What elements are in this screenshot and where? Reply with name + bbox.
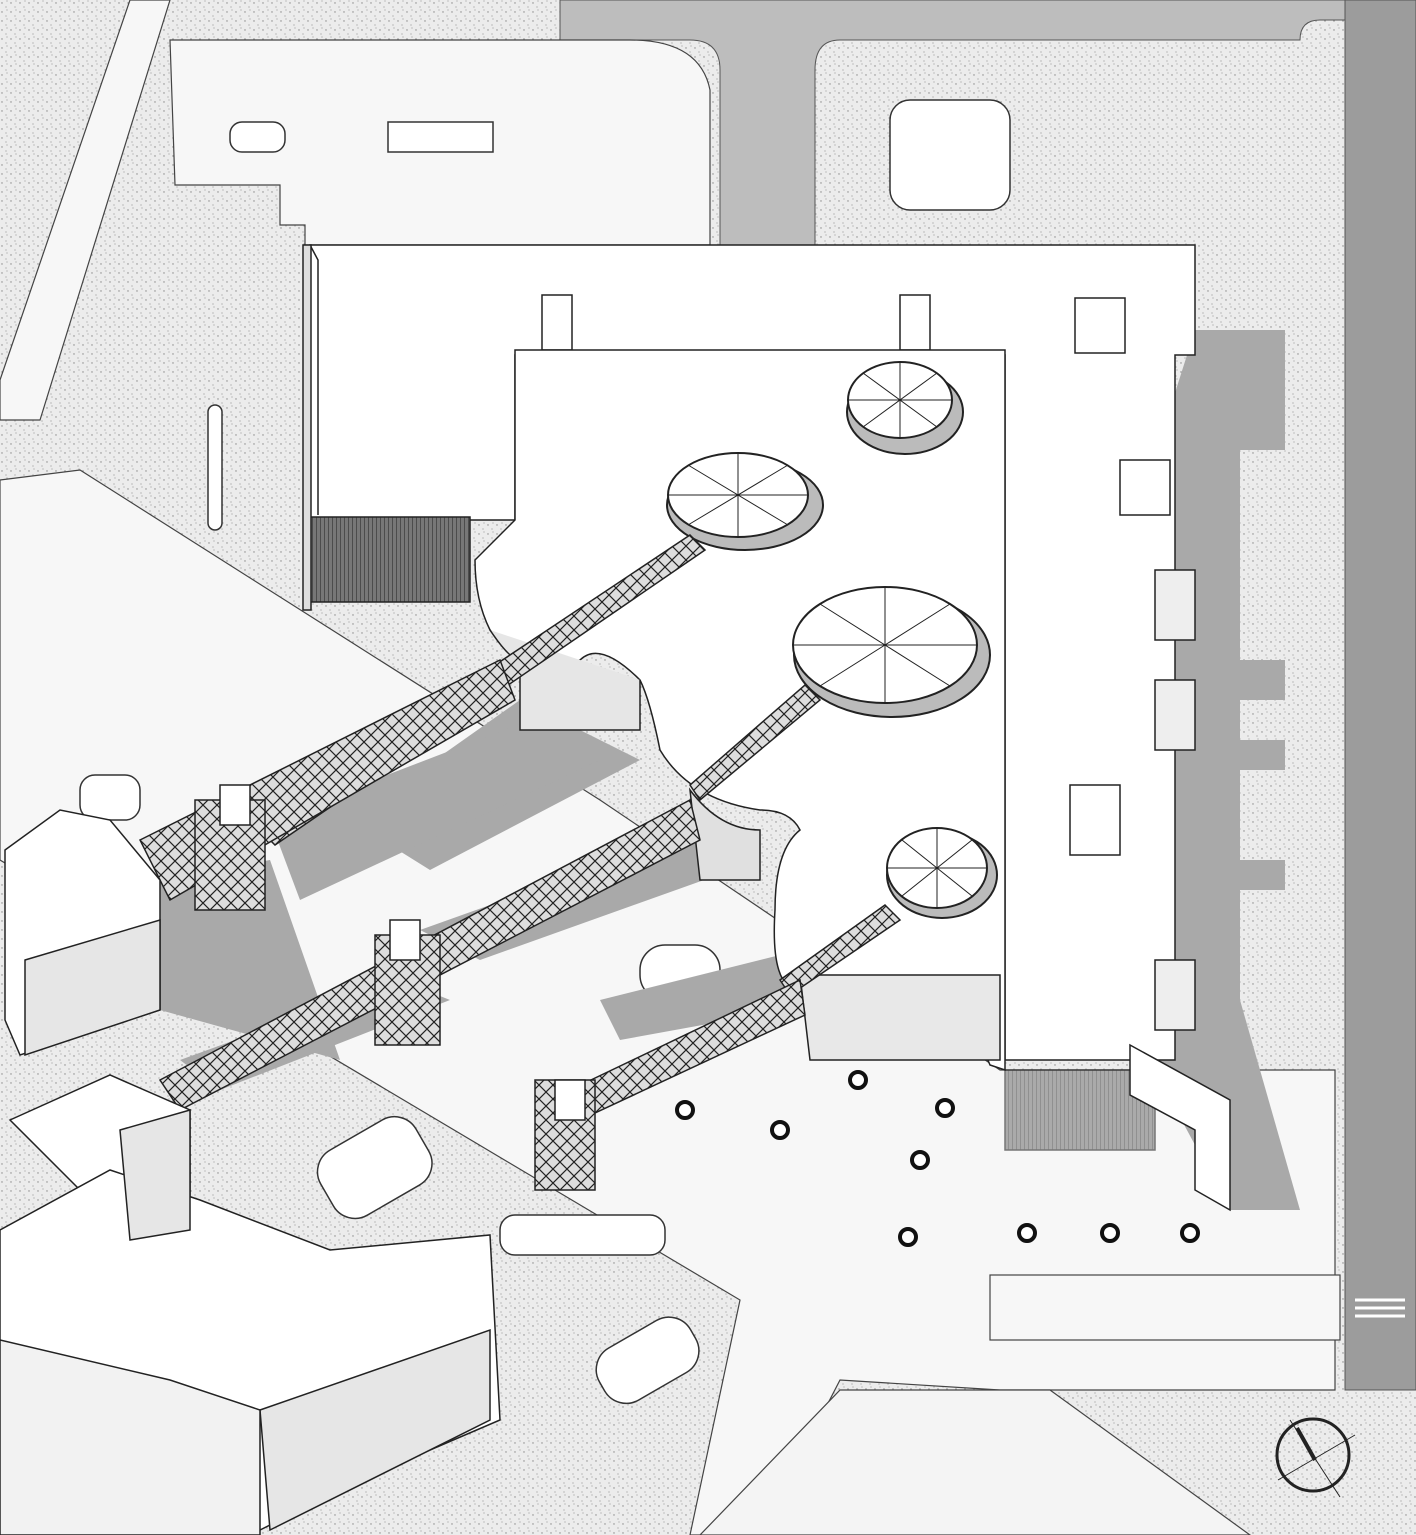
dome [792,586,991,718]
crosswalk [1355,1298,1405,1318]
existing-buildings [0,809,501,1535]
dome [886,827,998,919]
towers [194,784,596,1191]
domes [666,361,998,919]
dome [846,361,964,455]
main-building [302,244,1231,1212]
dome [666,452,824,551]
roads [559,0,1416,1391]
north-arrow-icon [1275,1417,1356,1498]
plaza-bollards [675,1070,1200,1247]
